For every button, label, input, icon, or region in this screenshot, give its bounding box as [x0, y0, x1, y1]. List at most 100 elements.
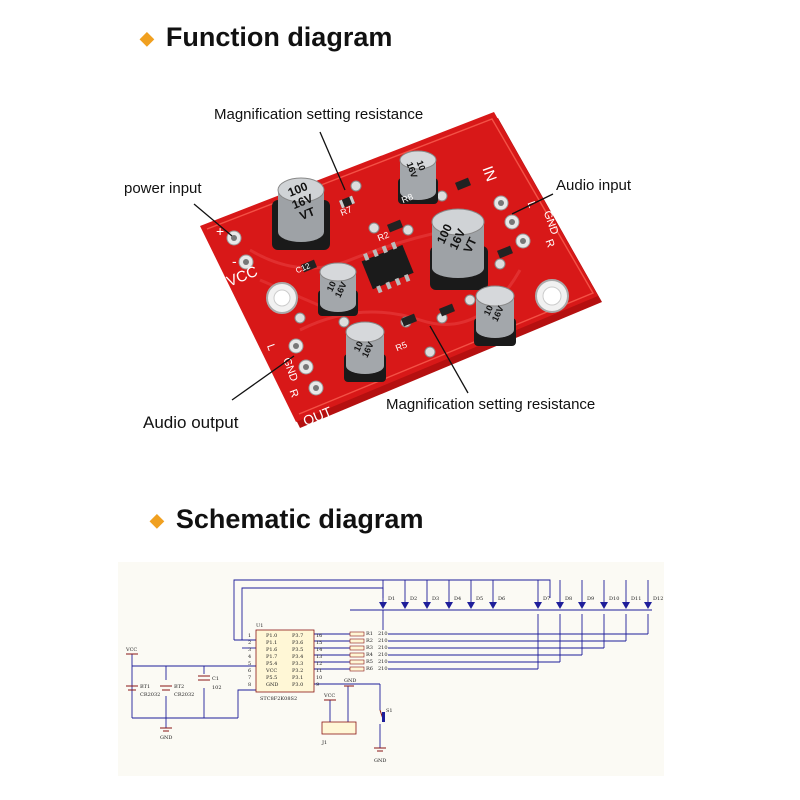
led-label: D11 [631, 596, 641, 602]
callout-audio-output: Audio output [143, 413, 239, 432]
smd-resistor [301, 259, 317, 273]
gnd-label: GND [160, 735, 172, 741]
s1-label: S1 [386, 708, 393, 714]
chip-pin-right-number: 11 [316, 668, 322, 674]
cap-value-label: 10 [482, 304, 495, 317]
smd-resistor-r2 [387, 219, 403, 233]
led-label: D1 [388, 596, 395, 602]
vcc-label: VCC [323, 693, 335, 699]
switch-s1: S1 [379, 708, 393, 723]
gnd-symbol: GND [160, 727, 172, 741]
callout-power-input: power input [124, 180, 202, 197]
resistor-label: R3 [366, 645, 373, 651]
pad-out-r [308, 380, 324, 396]
chip-pin-left-number: 2 [248, 640, 251, 646]
led-label: D8 [565, 596, 572, 602]
chip-pin-left-label: P5.5 [266, 675, 277, 681]
chip-pin-left-number: 4 [248, 654, 251, 660]
resistor-value: 210 [378, 659, 388, 665]
function-diagram-heading: ◆ Function diagram [140, 22, 392, 53]
vcc-symbol: VCC [125, 647, 138, 655]
silk-in: IN [479, 164, 500, 184]
resistor-value: 210 [378, 652, 388, 658]
silk-in-r: R [543, 238, 557, 250]
chip-pin-right-number: 14 [316, 647, 322, 653]
led-label: D7 [543, 596, 550, 602]
chip-pins: P1.01P1.12P1.63P1.74P5.45VCC6P5.57GND8P3… [248, 633, 322, 688]
led-diode: D10 [600, 580, 619, 611]
led-diode: D7 [534, 580, 550, 611]
chip-pin-right-label: P3.6 [292, 640, 303, 646]
chip-pin-right-label: P3.0 [292, 682, 303, 688]
led-label: D10 [609, 596, 619, 602]
led-label: D6 [498, 596, 505, 602]
electrolytic-capacitor-10uf: 10 16V [318, 262, 358, 316]
smd-resistor [497, 245, 513, 259]
mounting-hole [266, 282, 298, 314]
led-diode: D9 [578, 580, 594, 611]
vcc-label: VCC [125, 647, 137, 653]
electrolytic-capacitor-10uf: 10 16V [474, 285, 516, 346]
amplifier-ic-chip [361, 241, 414, 294]
pad-in-gnd [504, 214, 520, 230]
smd-resistor-r5 [401, 313, 417, 327]
cap-value-label: 10 [325, 280, 338, 293]
led-label: D2 [410, 596, 417, 602]
connector-j1: J1 [321, 721, 357, 746]
chip-pin-left-label: P1.0 [266, 633, 277, 639]
function-diagram-title: Function diagram [165, 22, 393, 52]
board-illustration: 100 16V VT 100 16V VT 10 16V 10 16V [193, 112, 602, 429]
bt2-value: CR2032 [174, 692, 194, 698]
schematic-diagram-heading: ◆Schematic diagram [150, 504, 423, 535]
silk-r8: R8 [400, 192, 414, 206]
led-diode: D1 [379, 580, 395, 611]
mounting-hole [535, 279, 569, 313]
cap-series-label: VT [298, 204, 318, 223]
pad-out-l [288, 338, 304, 354]
callout-magnification-bottom: Magnification setting resistance [386, 396, 596, 413]
chip-pin-left-label: P1.6 [266, 647, 277, 653]
chip-pin-right-label: P3.1 [292, 675, 303, 681]
chip-pin-left-number: 3 [248, 647, 251, 653]
led-label: D9 [587, 596, 594, 602]
silk-plus: + [216, 223, 224, 239]
chip-pin-right-number: 12 [316, 661, 322, 667]
battery-bt1: BT1 CR2032 [126, 684, 160, 698]
cap-value-label: 10 [415, 159, 428, 172]
chip-pin-right-number: 13 [316, 654, 322, 660]
resistor [349, 659, 365, 665]
schematic-wires [131, 579, 651, 748]
bullet-icon: ◆ [140, 28, 154, 49]
silk-minus: - [232, 253, 237, 269]
microcontroller-chip: U1 STC8F2K08S2 P1.01P1.12P1.63P1.74P5.45… [248, 623, 322, 702]
cap-series-label: VT [461, 235, 480, 255]
electrolytic-capacitor-10uf: 10 16V [344, 321, 386, 382]
resistor [349, 631, 365, 637]
chip-pin-right-label: P3.7 [292, 633, 303, 639]
silk-r7: R7 [339, 204, 353, 218]
chip-pin-right-number: 16 [316, 633, 322, 639]
callout-lines [193, 131, 554, 401]
battery-bt2: BT2 CR2032 [160, 684, 194, 698]
electrolytic-capacitor-100uf: 100 16V VT [272, 177, 330, 250]
led-label: D12 [653, 596, 663, 602]
electrolytic-capacitor-10uf: 10 16V [398, 150, 438, 204]
resistor-value: 210 [378, 645, 388, 651]
chip-pin-left-label: P1.1 [266, 640, 277, 646]
led-diode: D12 [644, 580, 663, 611]
vcc-symbol: VCC [323, 693, 336, 701]
chip-pin-right-number: 15 [316, 640, 322, 646]
led-label: D5 [476, 596, 483, 602]
led-label: D4 [454, 596, 461, 602]
led-diode: D5 [467, 580, 483, 611]
callout-audio-input: Audio input [556, 177, 632, 194]
gnd-label: GND [344, 678, 356, 684]
j1-label: J1 [321, 740, 327, 746]
chip-pin-left-number: 6 [248, 668, 251, 674]
bullet-icon: ◆ [150, 510, 164, 531]
chip-pin-right-label: P3.5 [292, 647, 303, 653]
chip-pin-right-label: P3.3 [292, 661, 303, 667]
chip-pin-right-label: P3.4 [292, 654, 303, 660]
chip-pin-left-label: P1.7 [266, 654, 277, 660]
